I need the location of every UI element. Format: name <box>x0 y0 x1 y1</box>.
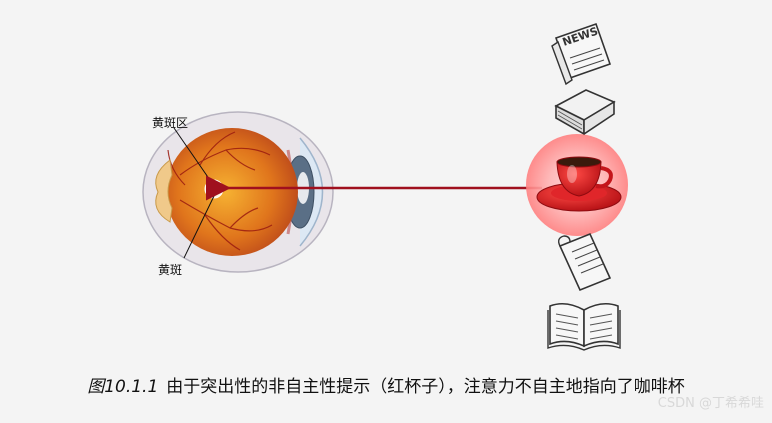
notepad-icon <box>557 232 612 292</box>
open-book-icon <box>547 302 621 351</box>
eye-illustration <box>142 111 334 273</box>
caption-text: 由于突出性的非自主性提示（红杯子），注意力不自主地指向了咖啡杯 <box>166 377 685 397</box>
watermark: CSDN @丁希希哇 <box>657 396 764 411</box>
figure-caption: 图10.1.1 由于突出性的非自主性提示（红杯子），注意力不自主地指向了咖啡杯 <box>0 372 772 397</box>
label-macula: 黄斑 <box>158 263 182 277</box>
book-stack-icon <box>554 89 616 136</box>
figure-number: 图10.1.1 <box>87 377 159 397</box>
coffee-cup-icon <box>526 134 628 236</box>
label-macula-region: 黄斑区 <box>152 116 188 130</box>
newspaper-icon: NEWS <box>551 22 612 86</box>
